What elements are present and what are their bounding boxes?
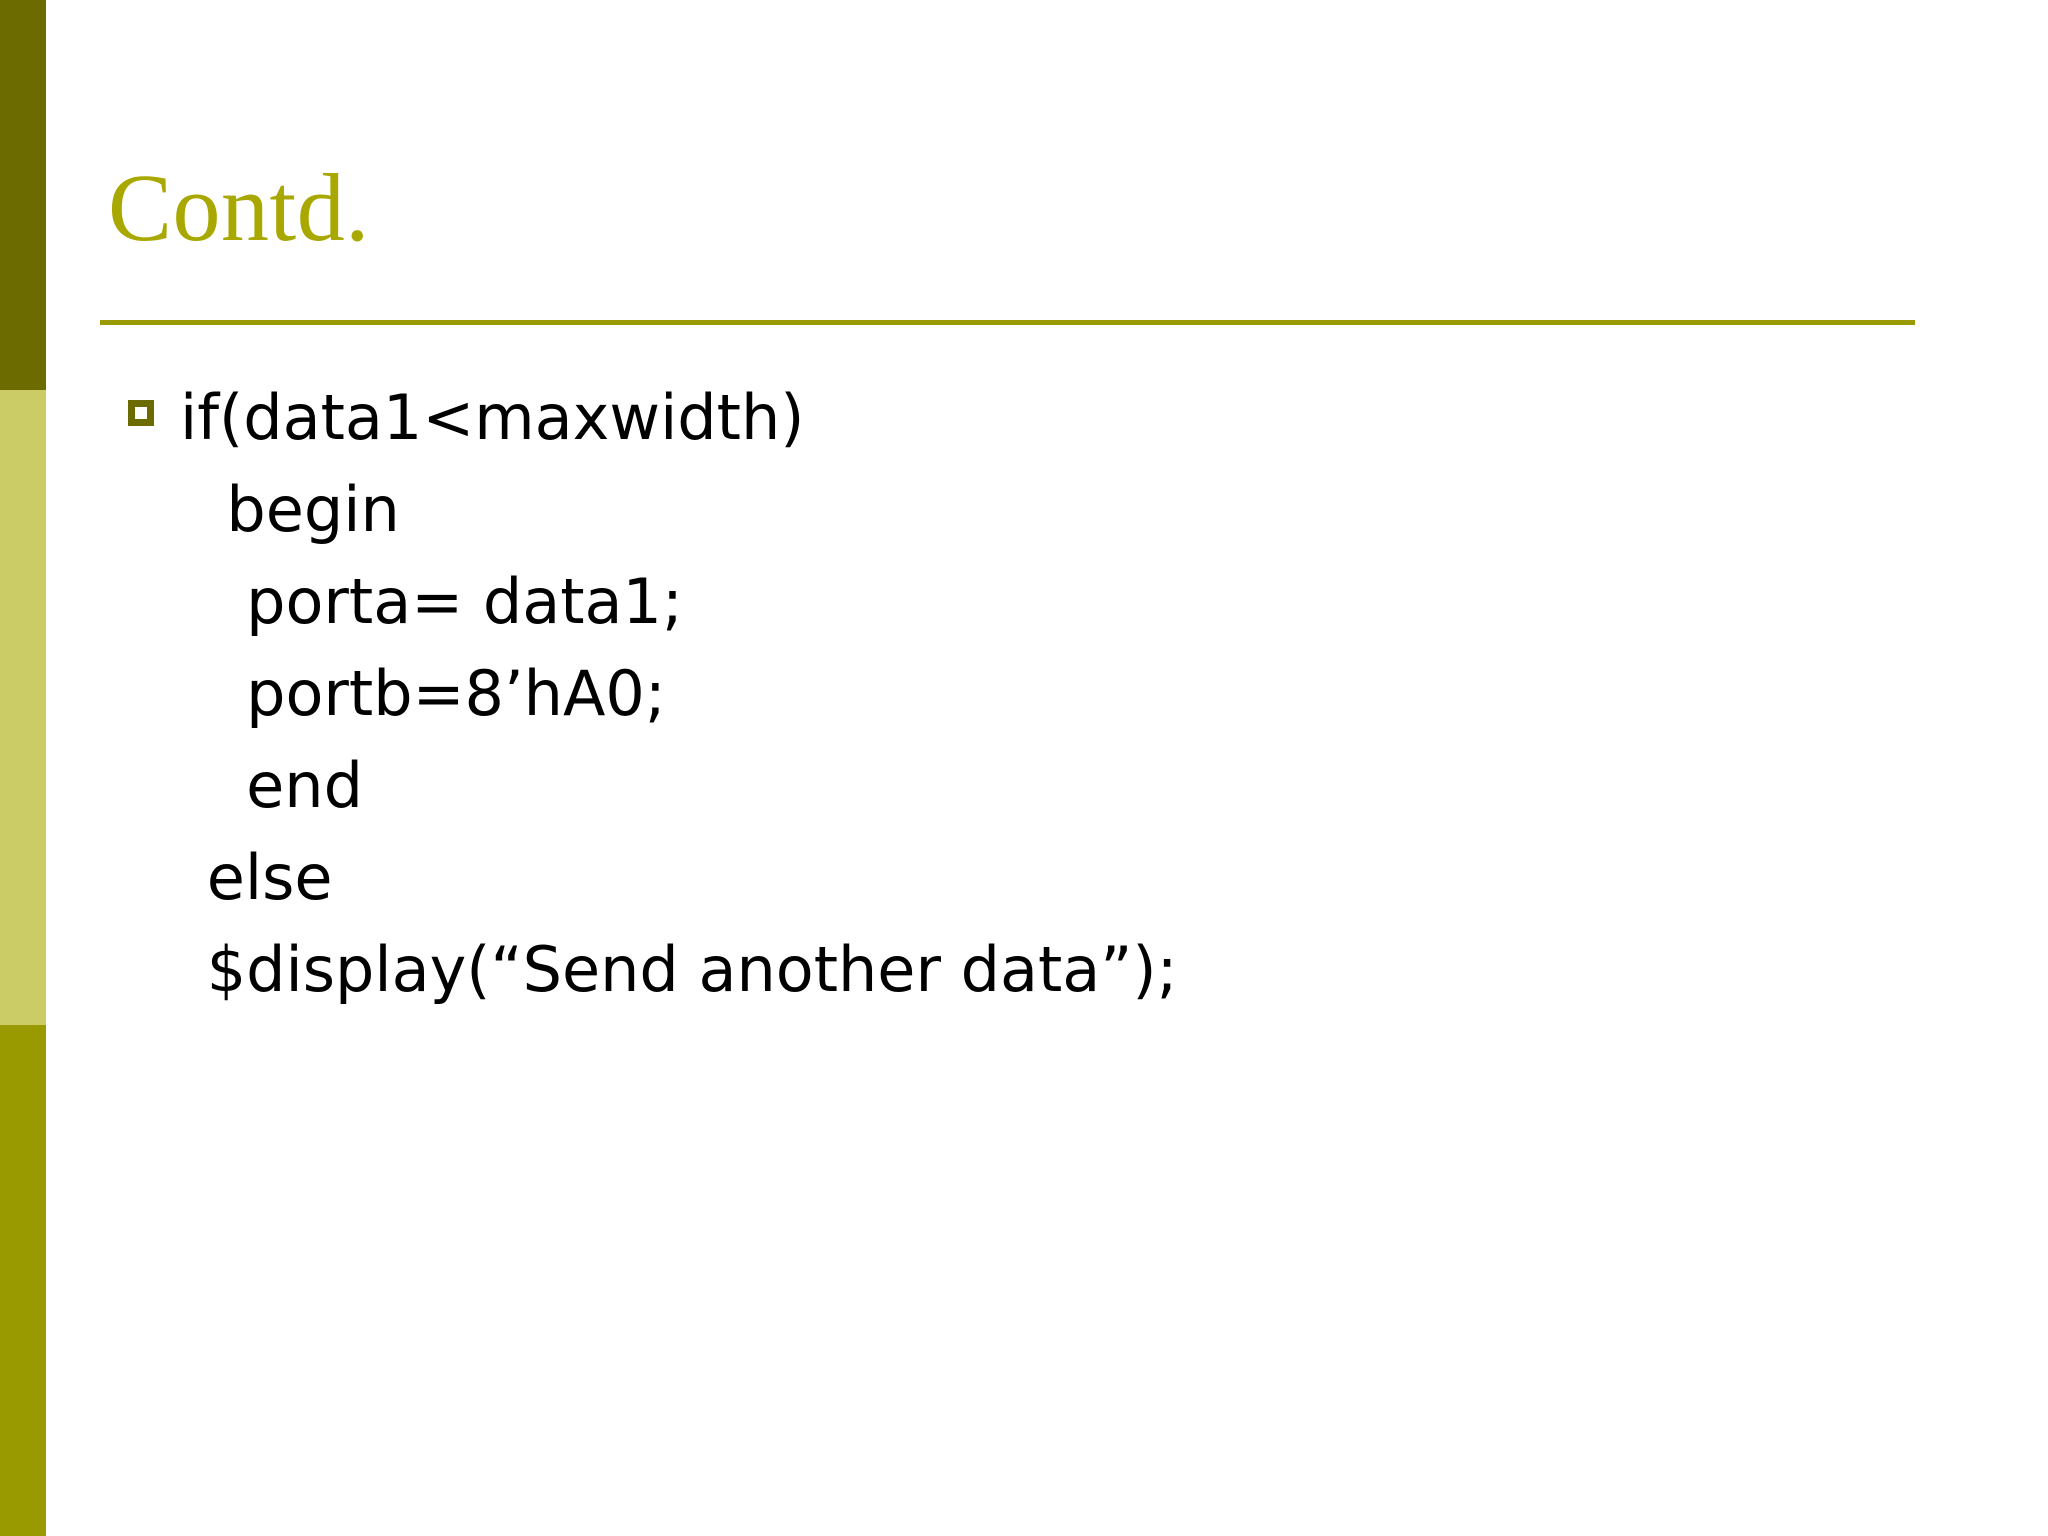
code-line-text: else bbox=[187, 841, 333, 914]
code-line-text: begin bbox=[187, 473, 400, 546]
code-line-text: end bbox=[187, 749, 363, 822]
code-line: $display(“Send another data”); bbox=[128, 924, 1928, 1016]
sidebar-band-top bbox=[0, 0, 46, 390]
code-line: else bbox=[128, 832, 1928, 924]
square-bullet-icon bbox=[128, 400, 154, 426]
code-line: porta= data1; bbox=[128, 556, 1928, 648]
code-line: begin bbox=[128, 464, 1928, 556]
slide-title: Contd. bbox=[108, 154, 370, 261]
code-line-text: if(data1<maxwidth) bbox=[180, 381, 805, 454]
title-underline-rule bbox=[100, 320, 1915, 325]
code-line-text: $display(“Send another data”); bbox=[187, 933, 1178, 1006]
sidebar-band-bottom bbox=[0, 1025, 46, 1536]
sidebar-band-middle bbox=[0, 390, 46, 1025]
code-line: end bbox=[128, 740, 1928, 832]
code-line: portb=8’hA0; bbox=[128, 648, 1928, 740]
code-line-text: portb=8’hA0; bbox=[187, 657, 666, 730]
slide-body: if(data1<maxwidth) begin porta= data1; p… bbox=[128, 372, 1928, 1016]
code-line: if(data1<maxwidth) bbox=[128, 372, 1928, 464]
code-line-text: porta= data1; bbox=[187, 565, 683, 638]
